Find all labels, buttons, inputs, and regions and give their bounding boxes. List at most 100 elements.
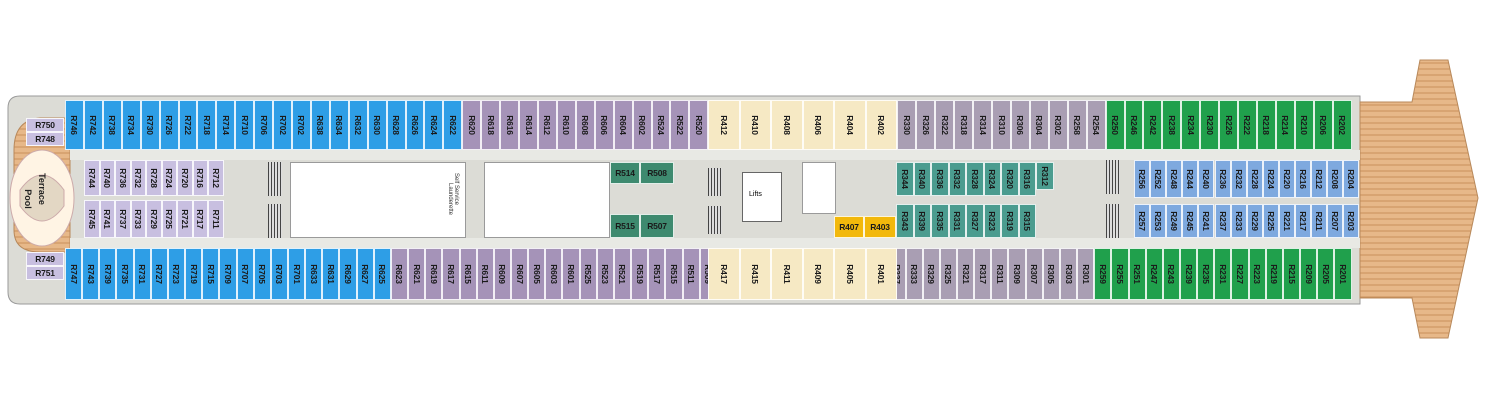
- cabin-r703[interactable]: R703: [270, 248, 288, 300]
- cabin-r220[interactable]: R220: [1278, 160, 1295, 198]
- cabin-r245[interactable]: R245: [1182, 204, 1199, 238]
- cabin-r615[interactable]: R615: [459, 248, 477, 300]
- cabin-r216[interactable]: R216: [1295, 160, 1312, 198]
- cabin-r417[interactable]: R417: [708, 248, 740, 300]
- cabin-r511[interactable]: R511: [682, 248, 700, 300]
- cabin-r224[interactable]: R224: [1262, 160, 1279, 198]
- cabin-r234[interactable]: R234: [1181, 100, 1201, 150]
- cabin-r314[interactable]: R314: [973, 100, 993, 150]
- cabin-r318[interactable]: R318: [954, 100, 974, 150]
- cabin-r742[interactable]: R742: [83, 100, 103, 150]
- cabin-r253[interactable]: R253: [1150, 204, 1167, 238]
- cabin-r508[interactable]: R508: [640, 162, 674, 184]
- cabin-r727[interactable]: R727: [150, 248, 168, 300]
- cabin-r336[interactable]: R336: [931, 162, 949, 196]
- cabin-r324[interactable]: R324: [983, 162, 1001, 196]
- cabin-r525[interactable]: R525: [579, 248, 597, 300]
- cabin-r251[interactable]: R251: [1128, 248, 1146, 300]
- cabin-r203[interactable]: R203: [1343, 204, 1360, 238]
- cabin-r233[interactable]: R233: [1230, 204, 1247, 238]
- cabin-r745[interactable]: R745: [84, 200, 100, 238]
- cabin-r604[interactable]: R604: [613, 100, 633, 150]
- cabin-r228[interactable]: R228: [1246, 160, 1263, 198]
- cabin-r327[interactable]: R327: [966, 204, 984, 238]
- cabin-r605[interactable]: R605: [528, 248, 546, 300]
- cabin-r335[interactable]: R335: [931, 204, 949, 238]
- cabin-r312[interactable]: R312: [1036, 162, 1054, 190]
- cabin-r610[interactable]: R610: [556, 100, 576, 150]
- cabin-r209[interactable]: R209: [1300, 248, 1318, 300]
- cabin-r706[interactable]: R706: [254, 100, 274, 150]
- cabin-r332[interactable]: R332: [948, 162, 966, 196]
- cabin-r515[interactable]: R515: [610, 214, 640, 238]
- cabin-r401[interactable]: R401: [865, 248, 897, 300]
- cabin-r751[interactable]: R751: [26, 266, 64, 280]
- cabin-r729[interactable]: R729: [146, 200, 162, 238]
- cabin-r243[interactable]: R243: [1162, 248, 1180, 300]
- cabin-r330[interactable]: R330: [897, 100, 917, 150]
- cabin-r406[interactable]: R406: [802, 100, 834, 150]
- cabin-r303[interactable]: R303: [1059, 248, 1078, 300]
- cabin-r515[interactable]: R515: [665, 248, 683, 300]
- cabin-r316[interactable]: R316: [1018, 162, 1036, 196]
- cabin-r733[interactable]: R733: [130, 200, 146, 238]
- cabin-r325[interactable]: R325: [939, 248, 957, 300]
- cabin-r623[interactable]: R623: [390, 248, 409, 300]
- cabin-r301[interactable]: R301: [1077, 248, 1095, 300]
- cabin-r626[interactable]: R626: [405, 100, 425, 150]
- cabin-r205[interactable]: R205: [1317, 248, 1335, 300]
- cabin-r236[interactable]: R236: [1214, 160, 1231, 198]
- cabin-r603[interactable]: R603: [545, 248, 563, 300]
- cabin-r410[interactable]: R410: [739, 100, 771, 150]
- cabin-r725[interactable]: R725: [161, 200, 177, 238]
- cabin-r235[interactable]: R235: [1197, 248, 1215, 300]
- cabin-r323[interactable]: R323: [983, 204, 1001, 238]
- cabin-r722[interactable]: R722: [178, 100, 198, 150]
- cabin-r711[interactable]: R711: [208, 200, 224, 238]
- cabin-r240[interactable]: R240: [1198, 160, 1215, 198]
- cabin-r219[interactable]: R219: [1265, 248, 1283, 300]
- cabin-r311[interactable]: R311: [991, 248, 1009, 300]
- cabin-r319[interactable]: R319: [1001, 204, 1019, 238]
- cabin-r517[interactable]: R517: [648, 248, 666, 300]
- cabin-r329[interactable]: R329: [922, 248, 940, 300]
- cabin-r601[interactable]: R601: [562, 248, 580, 300]
- cabin-r734[interactable]: R734: [121, 100, 141, 150]
- cabin-r333[interactable]: R333: [905, 248, 923, 300]
- cabin-r259[interactable]: R259: [1094, 248, 1112, 300]
- cabin-r524[interactable]: R524: [651, 100, 671, 150]
- cabin-r627[interactable]: R627: [356, 248, 374, 300]
- cabin-r629[interactable]: R629: [339, 248, 357, 300]
- cabin-r317[interactable]: R317: [974, 248, 992, 300]
- cabin-r321[interactable]: R321: [957, 248, 975, 300]
- cabin-r246[interactable]: R246: [1124, 100, 1144, 150]
- cabin-r750[interactable]: R750: [26, 118, 64, 132]
- cabin-r740[interactable]: R740: [99, 160, 115, 196]
- cabin-r730[interactable]: R730: [140, 100, 160, 150]
- cabin-r616[interactable]: R616: [500, 100, 520, 150]
- cabin-r608[interactable]: R608: [575, 100, 595, 150]
- cabin-r254[interactable]: R254: [1086, 100, 1106, 150]
- cabin-r749[interactable]: R749: [26, 252, 64, 266]
- cabin-r343[interactable]: R343: [896, 204, 914, 238]
- cabin-r624[interactable]: R624: [424, 100, 444, 150]
- cabin-r201[interactable]: R201: [1334, 248, 1352, 300]
- cabin-r521[interactable]: R521: [613, 248, 632, 300]
- cabin-r723[interactable]: R723: [167, 248, 186, 300]
- cabin-r618[interactable]: R618: [481, 100, 501, 150]
- cabin-r631[interactable]: R631: [322, 248, 340, 300]
- cabin-r409[interactable]: R409: [802, 248, 834, 300]
- cabin-r238[interactable]: R238: [1162, 100, 1182, 150]
- cabin-r602[interactable]: R602: [632, 100, 652, 150]
- cabin-r705[interactable]: R705: [253, 248, 271, 300]
- cabin-r404[interactable]: R404: [834, 100, 866, 150]
- cabin-r702[interactable]: R702: [273, 100, 293, 150]
- cabin-r507[interactable]: R507: [640, 214, 674, 238]
- cabin-r735[interactable]: R735: [116, 248, 134, 300]
- cabin-r252[interactable]: R252: [1150, 160, 1167, 198]
- cabin-r712[interactable]: R712: [208, 160, 224, 196]
- cabin-r241[interactable]: R241: [1198, 204, 1215, 238]
- cabin-r405[interactable]: R405: [834, 248, 866, 300]
- cabin-r307[interactable]: R307: [1025, 248, 1043, 300]
- cabin-r612[interactable]: R612: [538, 100, 557, 150]
